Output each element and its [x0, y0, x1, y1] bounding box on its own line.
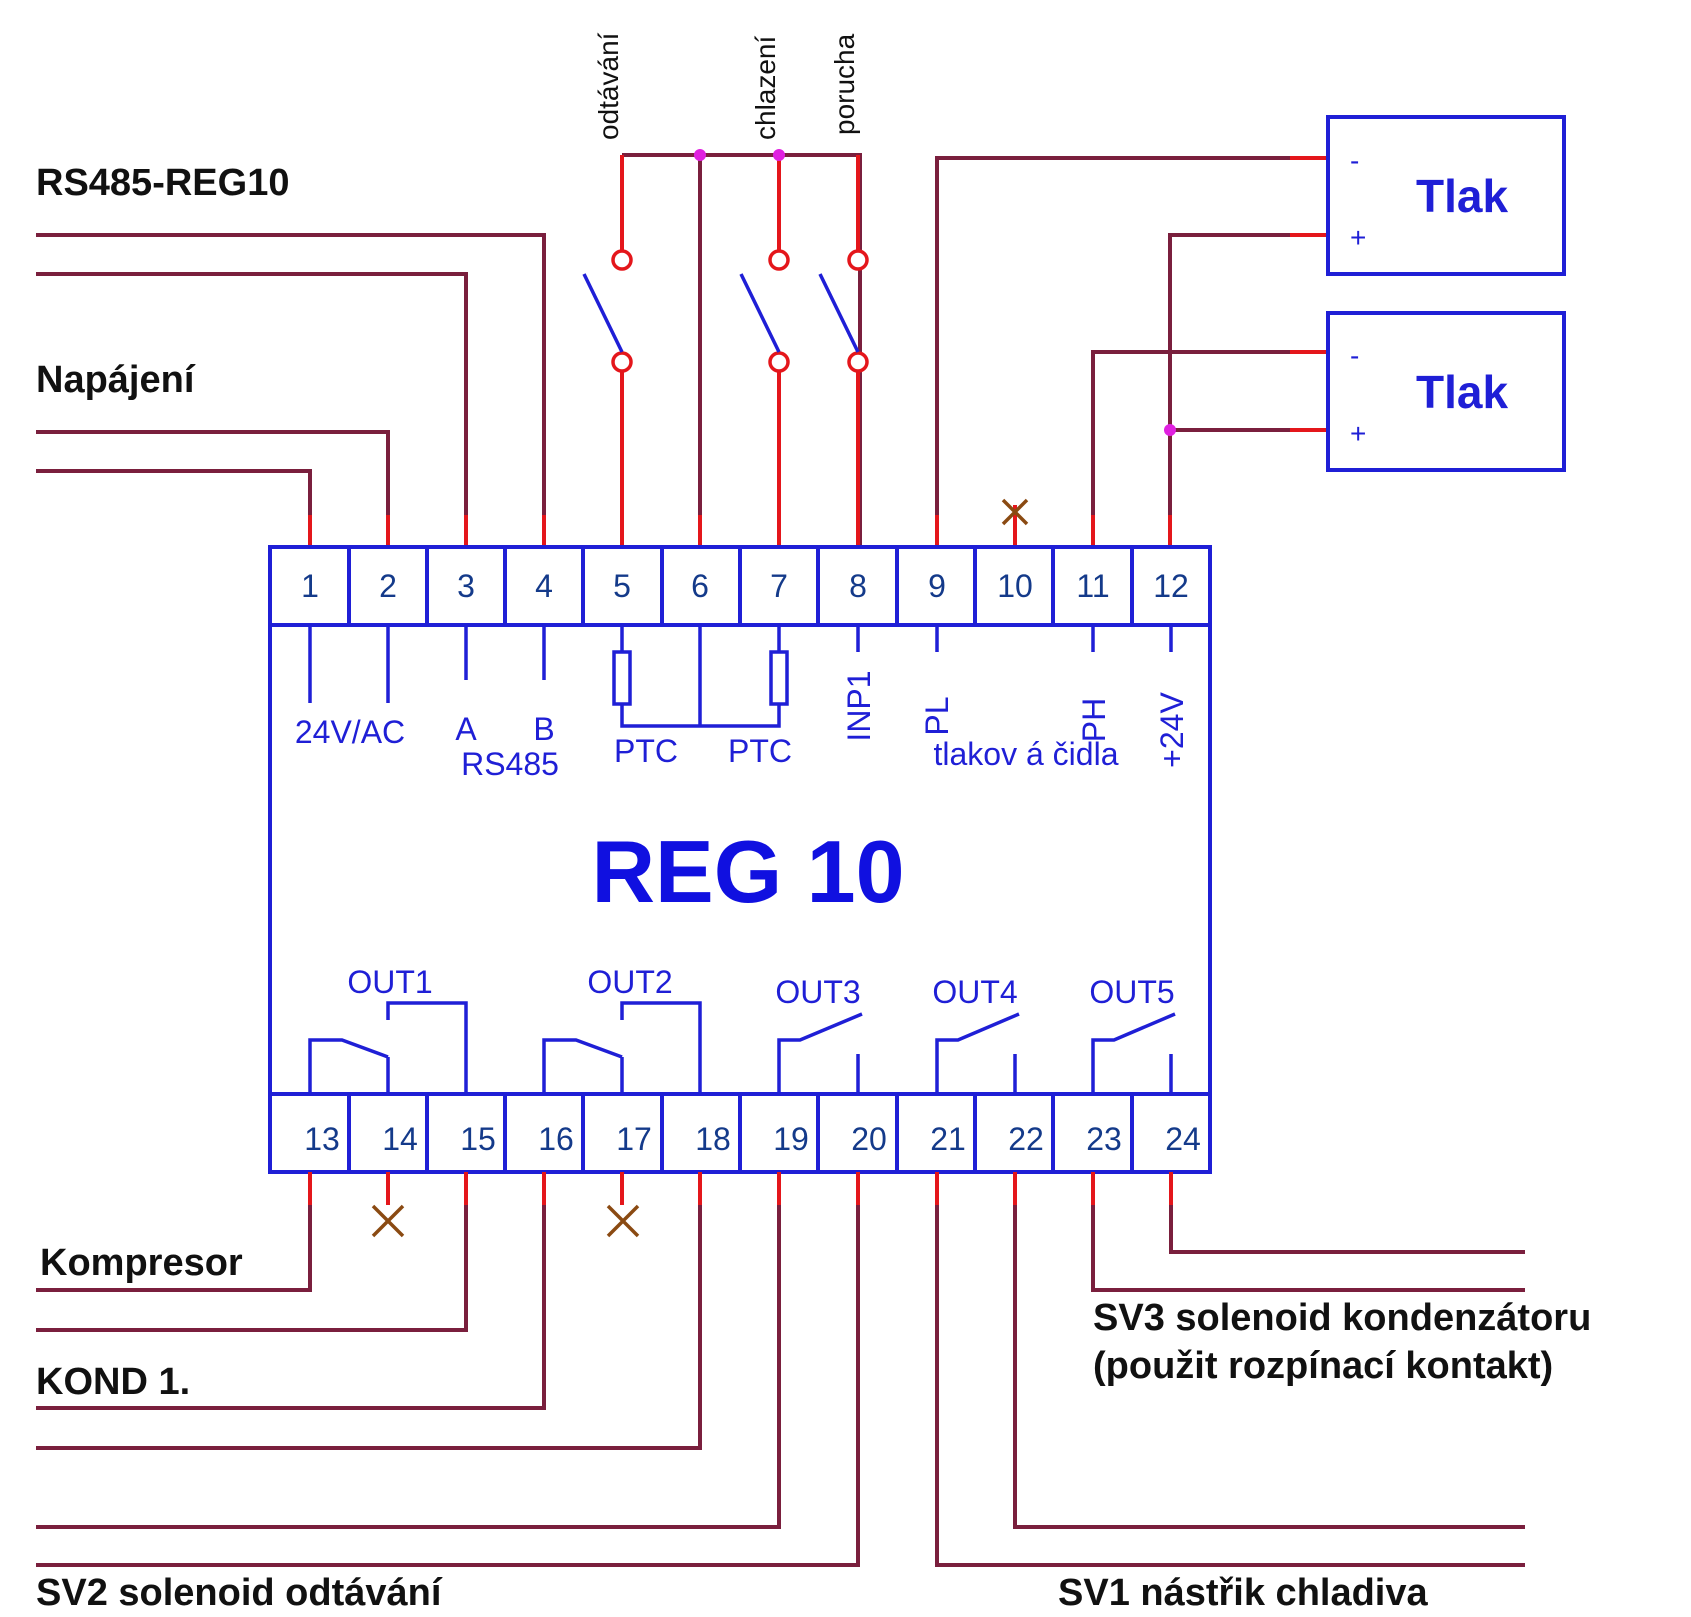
switch-chlazeni [739, 155, 790, 470]
junction-dot [1164, 424, 1176, 436]
terminal-10: 10 [997, 568, 1033, 604]
label-napajeni: Napájení [36, 359, 196, 401]
controller-reg10: 1 2 3 4 5 6 7 8 9 10 11 12 13 14 15 16 1… [268, 545, 1212, 1174]
terminal-16: 16 [538, 1121, 574, 1157]
unused-mark-17 [606, 1204, 640, 1238]
terminal-11: 11 [1076, 568, 1109, 604]
minus-pin-2: - [1350, 340, 1359, 371]
relay-out4: OUT4 [932, 974, 1020, 1094]
terminal-20: 20 [851, 1121, 887, 1157]
terminal-7: 7 [770, 568, 788, 604]
terminal-24: 24 [1165, 1121, 1201, 1157]
unused-mark-14 [371, 1204, 405, 1238]
terminal-15: 15 [460, 1121, 496, 1157]
terminal-6: 6 [691, 568, 709, 604]
label-b: B [533, 711, 554, 747]
label-24v: +24V [1154, 692, 1190, 768]
label-sv2: SV2 solenoid odtávání [36, 1572, 443, 1614]
terminal-14: 14 [382, 1121, 418, 1157]
terminal-17: 17 [616, 1121, 652, 1157]
plus-pin-1: + [1350, 222, 1366, 253]
terminal-18: 18 [695, 1121, 731, 1157]
switch-odtavani [582, 155, 633, 470]
external-wires-top [36, 153, 1326, 545]
relay-out3: OUT3 [775, 974, 863, 1094]
terminal-22: 22 [1008, 1121, 1044, 1157]
ptc-resistor-1 [612, 650, 632, 706]
plus-pin-2: + [1350, 418, 1366, 449]
label-ptc-1: PTC [614, 733, 678, 769]
relay-out5: OUT5 [1089, 974, 1176, 1094]
terminal-23: 23 [1086, 1121, 1122, 1157]
external-wires-bottom [36, 1172, 1525, 1567]
pressure-sensor-1: - + Tlak [1326, 115, 1566, 276]
label-rs485: RS485 [461, 746, 559, 782]
terminal-2: 2 [379, 568, 397, 604]
terminal-1: 1 [301, 568, 319, 604]
signal-chlazeni: chlazení [750, 35, 781, 140]
unused-mark-10 [1001, 498, 1029, 526]
label-rs485-reg10: RS485-REG10 [36, 162, 289, 204]
terminal-leads-top [308, 156, 1326, 547]
terminal-8: 8 [849, 568, 867, 604]
terminal-leads-bottom [308, 1172, 1173, 1205]
label-sv3-line2: (použit rozpínací kontakt) [1093, 1345, 1553, 1387]
label-out2: OUT2 [587, 964, 672, 1000]
junction-dot [773, 149, 785, 161]
terminal-12: 12 [1153, 568, 1189, 604]
terminal-13: 13 [304, 1121, 340, 1157]
minus-pin-1: - [1350, 145, 1359, 176]
junction-dot [694, 149, 706, 161]
label-out4: OUT4 [932, 974, 1017, 1010]
label-tlakova-cidla: tlakov á čidla [934, 736, 1119, 772]
label-kompresor: Kompresor [40, 1242, 243, 1284]
label-inp1: INP1 [841, 670, 877, 741]
top-terminal-dividers [347, 547, 1134, 625]
terminal-4: 4 [535, 568, 553, 604]
label-out3: OUT3 [775, 974, 860, 1010]
label-sv1: SV1 nástřik chladiva [1058, 1572, 1428, 1614]
label-ph: PH [1076, 698, 1112, 742]
terminal-3: 3 [457, 568, 475, 604]
bottom-terminal-dividers [347, 1094, 1134, 1172]
terminal-5: 5 [613, 568, 631, 604]
tlak-label-1: Tlak [1416, 170, 1508, 222]
label-24vac: 24V/AC [295, 714, 405, 750]
tlak-label-2: Tlak [1416, 366, 1508, 418]
signal-porucha: porucha [829, 33, 860, 135]
pressure-sensor-2: - + Tlak [1326, 311, 1566, 472]
device-title: REG 10 [591, 822, 904, 921]
signal-odtavani: odtávání [593, 32, 624, 140]
terminal-9: 9 [928, 568, 946, 604]
terminal-19: 19 [773, 1121, 809, 1157]
terminal-21: 21 [930, 1121, 966, 1157]
relay-out2: OUT2 [542, 964, 702, 1094]
label-ptc-2: PTC [728, 733, 792, 769]
label-out5: OUT5 [1089, 974, 1174, 1010]
relay-out1: OUT1 [308, 964, 468, 1094]
label-pl: PL [919, 696, 955, 735]
label-a: A [455, 711, 477, 747]
label-out1: OUT1 [347, 964, 432, 1000]
label-sv3-line1: SV3 solenoid kondenzátoru [1093, 1297, 1591, 1339]
label-kond: KOND 1. [36, 1361, 190, 1403]
ptc-resistor-2 [769, 650, 789, 706]
switch-porucha [818, 155, 869, 515]
